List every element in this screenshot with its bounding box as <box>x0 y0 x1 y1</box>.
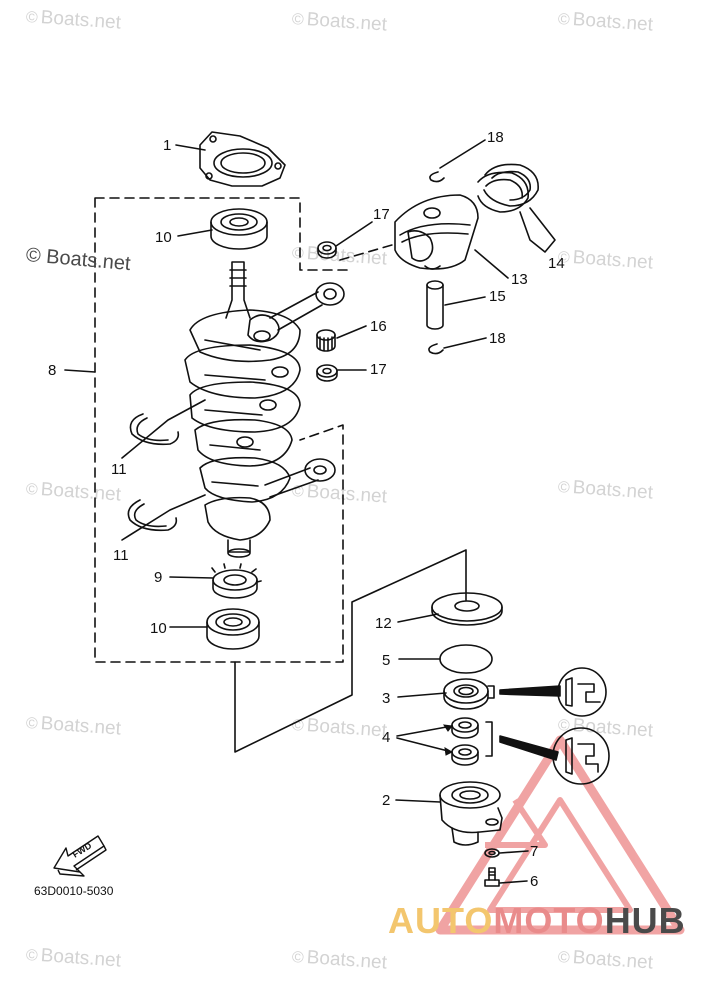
callout-11-top: 11 <box>111 461 127 478</box>
connecting-rod-upper <box>247 282 345 343</box>
piston-pin <box>426 280 444 330</box>
part-code: 63D0010-5030 <box>34 884 114 898</box>
crankshaft <box>184 261 301 558</box>
oil-seal <box>443 678 489 710</box>
washer-lower <box>316 364 338 382</box>
callout-12: 12 <box>375 615 392 632</box>
callout-14: 14 <box>548 255 565 272</box>
seal-upper <box>451 717 479 739</box>
bearing-top <box>210 208 268 250</box>
piston-rings <box>477 163 539 213</box>
callout-3: 3 <box>382 690 391 707</box>
callout-8: 8 <box>48 362 57 379</box>
callout-17-top: 17 <box>373 206 390 223</box>
callout-18-bottom: 18 <box>489 330 506 347</box>
callout-11-bottom: 11 <box>113 547 129 564</box>
callout-9: 9 <box>154 569 163 586</box>
clip-lower <box>428 343 444 355</box>
detail-inset-upper <box>499 667 607 717</box>
thrust-washer <box>431 592 503 626</box>
fwd-arrow-icon <box>53 835 107 877</box>
callout-16: 16 <box>370 318 387 335</box>
callout-18-top: 18 <box>487 129 504 146</box>
circlip-upper <box>129 413 180 446</box>
gear <box>211 563 262 599</box>
connecting-rod-lower <box>264 458 336 498</box>
clip-upper <box>429 171 445 183</box>
piston <box>394 194 479 270</box>
seal-lower <box>451 744 479 766</box>
callout-2: 2 <box>382 792 391 809</box>
brand-logo: AUTOMOTOHUB <box>388 900 686 941</box>
bolt <box>484 867 500 887</box>
washer-upper <box>317 241 337 259</box>
bearing-lower <box>206 608 260 650</box>
callout-13: 13 <box>511 271 528 288</box>
callout-10-bottom: 10 <box>150 620 167 637</box>
oil-seal-housing <box>439 781 503 846</box>
callout-17-bottom: 17 <box>370 361 387 378</box>
gasket-plate <box>199 131 286 187</box>
circlip-lower <box>127 499 178 532</box>
washer-small <box>484 848 500 858</box>
callout-5: 5 <box>382 652 391 669</box>
callout-4: 4 <box>382 729 391 746</box>
callout-7: 7 <box>530 843 539 860</box>
needle-bearing <box>316 329 336 352</box>
o-ring <box>439 644 493 674</box>
callout-1: 1 <box>163 137 172 154</box>
callout-10-top: 10 <box>155 229 172 246</box>
callout-15: 15 <box>489 288 506 305</box>
callout-6: 6 <box>530 873 539 890</box>
detail-inset-lower <box>499 727 610 785</box>
